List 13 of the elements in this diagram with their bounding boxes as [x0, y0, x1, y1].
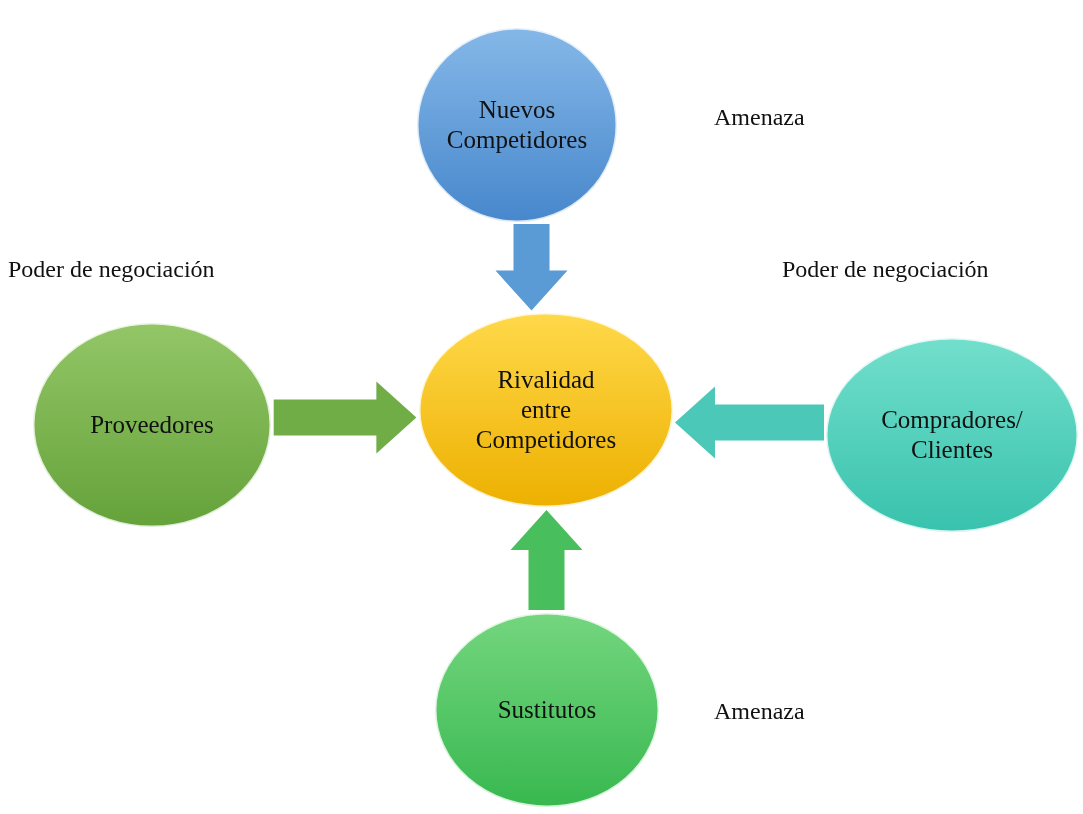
block-arrow [510, 510, 583, 610]
force-caption: Poder de negociación [782, 256, 989, 283]
force-caption: Amenaza [714, 104, 805, 131]
node-label: Sustitutos [497, 695, 597, 725]
force-caption: Amenaza [714, 698, 805, 725]
block-arrow [675, 386, 824, 459]
node-label: Nuevos Competidores [445, 95, 589, 155]
block-arrow [495, 224, 568, 311]
block-arrow [273, 381, 417, 454]
force-caption: Poder de negociación [8, 256, 215, 283]
node-label: Compradores/ Clientes [880, 405, 1024, 465]
node-label: Proveedores [90, 410, 214, 440]
node-label: Rivalidad entre Competidores [474, 365, 618, 455]
